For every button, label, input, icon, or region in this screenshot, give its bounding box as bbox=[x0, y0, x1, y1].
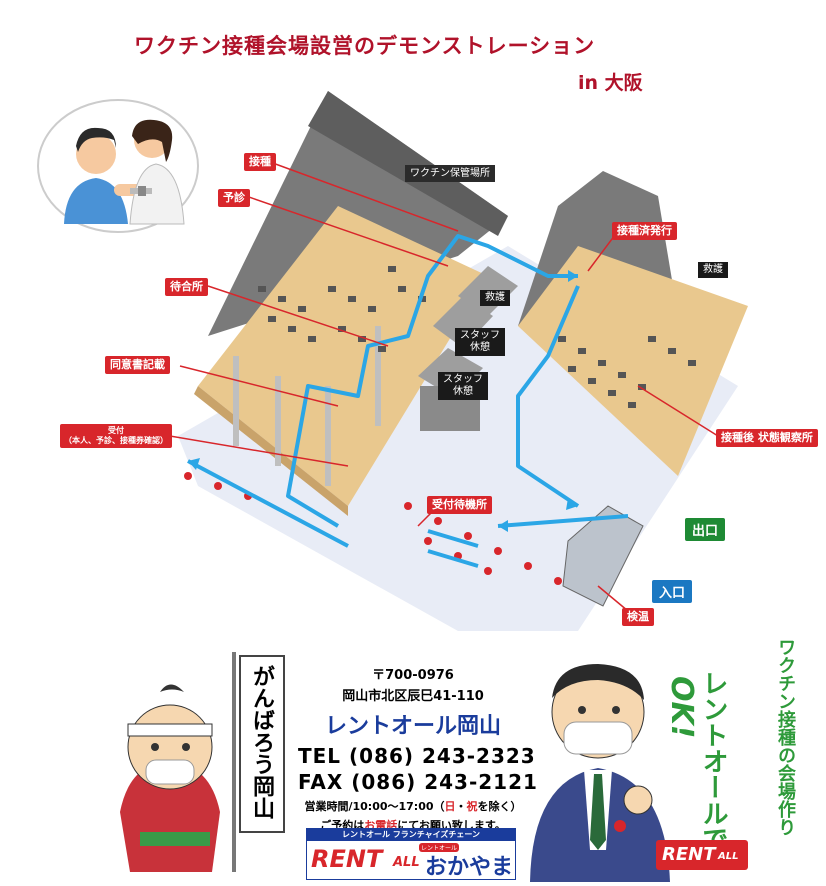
mascot-banner: がんばろう岡山 bbox=[249, 665, 274, 819]
label-yoshin: 予診 bbox=[218, 189, 250, 207]
vertical-caption: ワクチン接種の会場作り bbox=[775, 638, 796, 836]
label-sesshu: 接種 bbox=[244, 153, 276, 171]
label-kansatsu: 接種後 状態観察所 bbox=[716, 429, 818, 447]
speech-line1: レントオールで bbox=[698, 670, 728, 852]
page-title: ワクチン接種会場設営のデモンストレーション bbox=[134, 34, 596, 58]
tel-number: TEL (086) 243-2323 bbox=[298, 744, 536, 768]
fax-number: FAX (086) 243-2121 bbox=[298, 770, 538, 794]
businessman-illustration bbox=[530, 664, 670, 882]
label-kyugo-left: 救護 bbox=[480, 290, 510, 306]
brand-name: レントオール岡山 bbox=[324, 714, 501, 739]
label-machiai: 待合所 bbox=[165, 278, 208, 296]
label-uketsuke-machi: 受付待機所 bbox=[427, 496, 492, 514]
flow-path-entry bbox=[187, 459, 349, 548]
page-subtitle: in 大阪 bbox=[578, 72, 643, 94]
address: 岡山市北区辰巳41-110 bbox=[342, 689, 484, 704]
left-building-roof bbox=[208, 91, 508, 336]
label-staff-rest-1: スタッフ 休憩 bbox=[455, 328, 505, 356]
label-staff-rest-2: スタッフ 休憩 bbox=[438, 372, 488, 400]
rentall-small-logo: RENT ALL bbox=[656, 840, 748, 870]
business-hours: 営業時間/10:00～17:00（日・祝を除く） bbox=[304, 800, 522, 813]
speech-ok: OK! bbox=[664, 676, 699, 739]
label-sesshuzumi: 接種済発行 bbox=[612, 222, 677, 240]
floor-plan-diagram bbox=[158, 91, 748, 631]
mascot-illustration bbox=[120, 652, 285, 872]
left-building-floor bbox=[198, 206, 488, 506]
label-vaccine-storage: ワクチン保管場所 bbox=[405, 165, 495, 182]
rentall-okayama-logo: レントオール フランチャイズチェーン RENT ALL レントオール おかやま bbox=[306, 828, 516, 880]
contact-block: 〒700-0976 岡山市北区辰巳41-110 レントオール岡山 TEL (08… bbox=[298, 664, 538, 833]
label-kyugo-right: 救護 bbox=[698, 262, 728, 278]
label-doisho: 同意書記載 bbox=[105, 356, 170, 374]
label-iriguchi: 入口 bbox=[652, 580, 693, 603]
label-uketsuke: 受付 （本人、予診、接種券確認） bbox=[60, 424, 172, 448]
postal-code: 〒700-0976 bbox=[372, 668, 454, 683]
label-kenon: 検温 bbox=[622, 608, 654, 626]
label-deguchi: 出口 bbox=[685, 518, 726, 541]
vaccination-illustration bbox=[37, 99, 199, 233]
